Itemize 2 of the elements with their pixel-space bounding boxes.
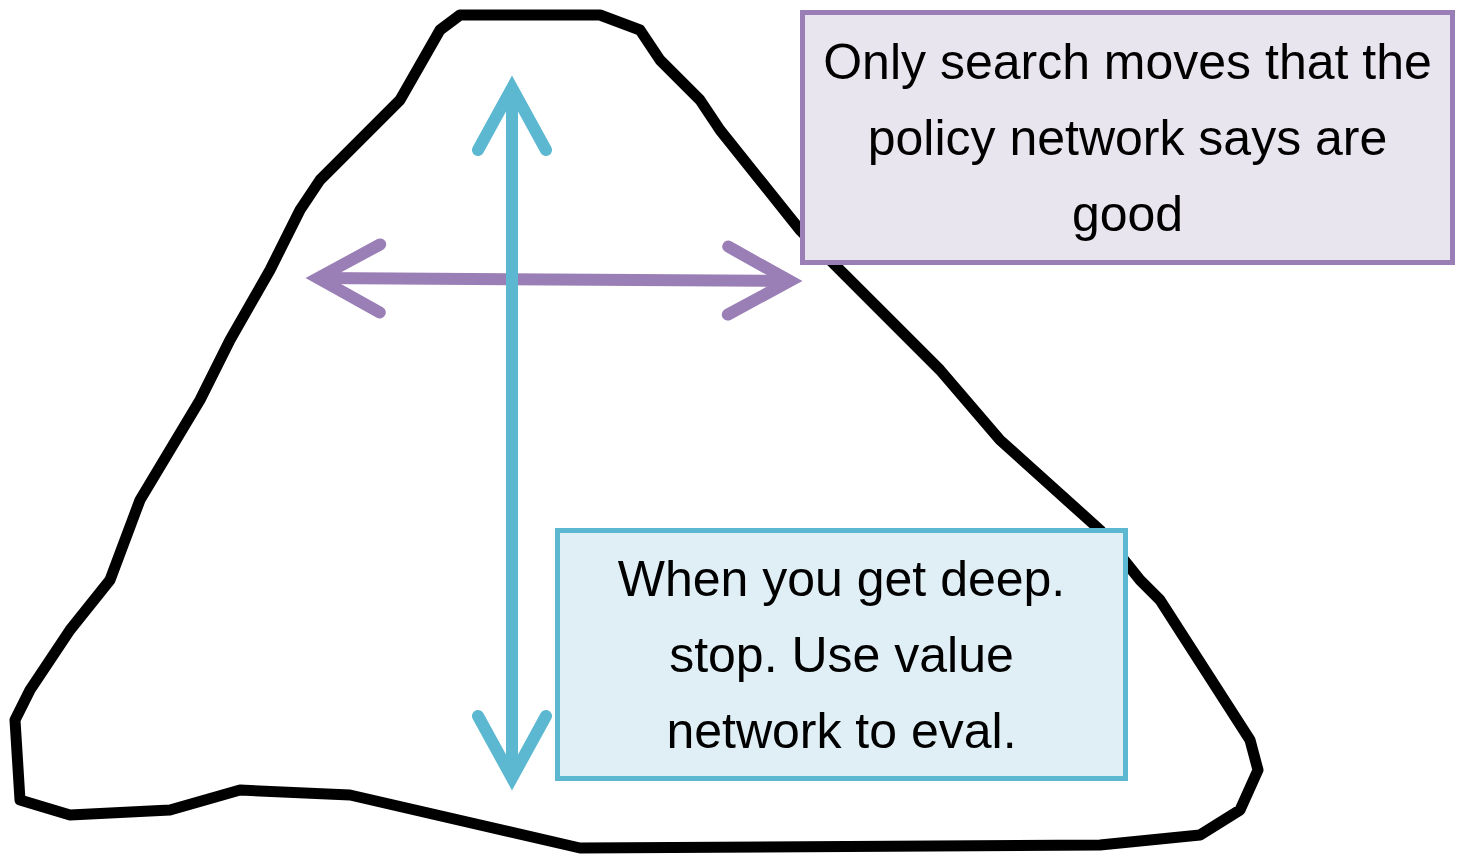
- note-box: Only search moves that the policy network says are good: [800, 10, 1455, 265]
- note-box: When you get deep. stop. Use value network to eval.: [555, 528, 1128, 781]
